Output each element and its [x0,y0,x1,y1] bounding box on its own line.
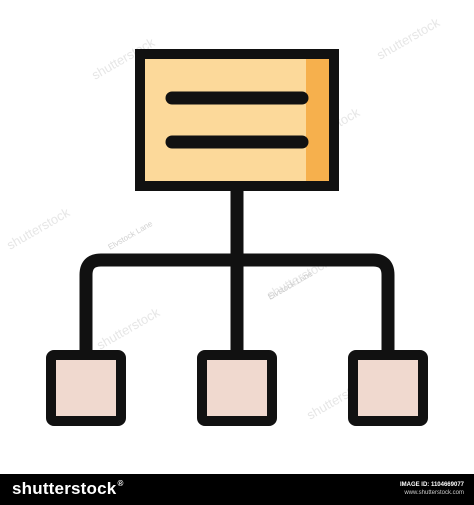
connector-lines [79,183,395,362]
image-id: IMAGE ID: 1104669077 [399,482,464,488]
parent-node [135,49,339,191]
stock-footer-bar: shutterstock® IMAGE ID: 1104669077 www.s… [0,474,474,505]
child-node-right [348,350,428,426]
artwork-canvas: shutterstock shutterstock shutterstock s… [4,14,443,426]
document-outline [135,49,339,191]
child-nodes [46,350,428,426]
brand-name: shutterstock [12,479,117,498]
branch-line [79,253,395,362]
document-shade [306,58,330,182]
watermark-credit: Elvstock Lane [107,219,155,252]
watermark-text: shutterstock [4,204,73,252]
child-node-center [197,350,277,426]
watermark-text: shutterstock [374,14,443,62]
child-node-left [46,350,126,426]
document-body [140,54,334,186]
trademark-mark: ® [117,479,124,488]
watermark-text: shutterstock [94,304,163,352]
shutterstock-logo: shutterstock® [12,479,124,499]
image-meta: IMAGE ID: 1104669077 www.shutterstock.co… [400,481,464,497]
hierarchy-network-icon: shutterstock shutterstock shutterstock s… [4,14,443,426]
site-url: www.shutterstock.com [404,490,464,496]
